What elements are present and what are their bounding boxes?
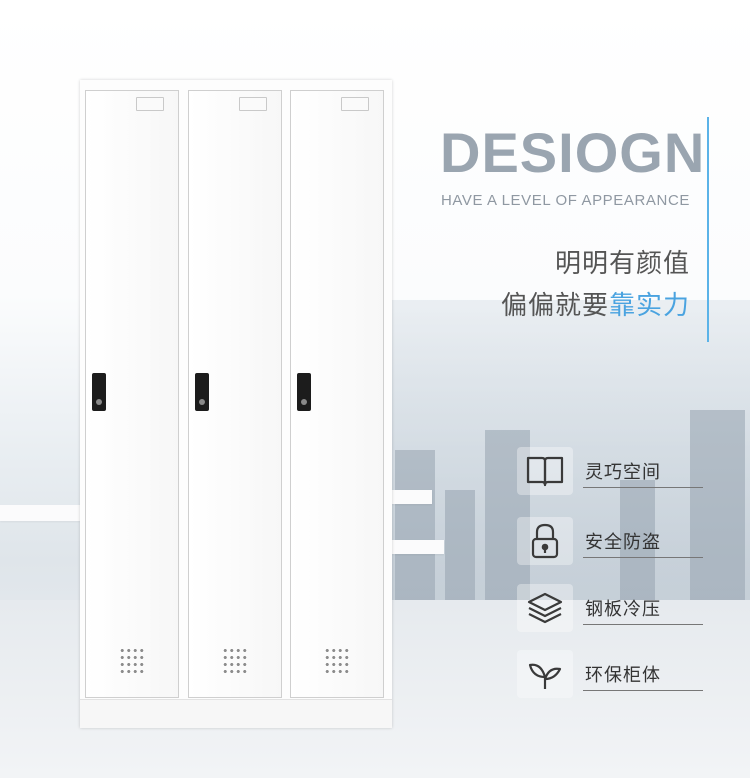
feature-item: 灵巧空间: [517, 447, 703, 495]
feature-label: 钢板冷压: [585, 599, 661, 620]
vent-holes-icon: [222, 647, 248, 675]
desk-left: [0, 505, 80, 521]
city-building: [620, 480, 655, 600]
feature-label: 环保柜体: [585, 665, 661, 686]
accent-divider: [707, 117, 709, 342]
cabinet-base: [80, 699, 392, 728]
padlock-icon: [517, 517, 573, 565]
locker-door-1[interactable]: [85, 90, 179, 698]
feature-label: 安全防盗: [585, 532, 661, 553]
desk-right-lower: [392, 540, 444, 554]
feature-underline: [583, 487, 703, 488]
leaf-icon: [517, 650, 573, 698]
locker-cabinet: [80, 80, 392, 728]
lock-handle-icon[interactable]: [195, 373, 209, 411]
book-icon: [517, 447, 573, 495]
main-title: DESIOGN: [440, 121, 706, 184]
desk-right: [392, 490, 432, 504]
feature-underline: [583, 690, 703, 691]
slogan-line-2: 偏偏就要靠实力: [430, 285, 690, 322]
feature-underline: [583, 624, 703, 625]
city-building: [445, 490, 475, 600]
slogan-line-1: 明明有颜值: [554, 249, 690, 279]
locker-door-2[interactable]: [188, 90, 282, 698]
city-building: [395, 450, 435, 600]
city-building: [690, 410, 745, 600]
slogan-highlight: 靠实力: [608, 291, 690, 321]
label-holder-icon: [341, 97, 369, 111]
vent-holes-icon: [119, 647, 145, 675]
lock-handle-icon[interactable]: [297, 373, 311, 411]
feature-item: 环保柜体: [517, 650, 703, 698]
feature-item: 安全防盗: [517, 517, 703, 565]
layers-icon: [517, 584, 573, 632]
vent-holes-icon: [324, 647, 350, 675]
slogan-line-2-prefix: 偏偏就要: [500, 291, 609, 321]
feature-underline: [583, 557, 703, 558]
label-holder-icon: [239, 97, 267, 111]
feature-label: 灵巧空间: [585, 462, 661, 483]
lock-handle-icon[interactable]: [92, 373, 106, 411]
subtitle: HAVE A LEVEL OF APPEARANCE: [440, 192, 690, 209]
locker-door-3[interactable]: [290, 90, 384, 698]
city-building: [485, 430, 530, 600]
label-holder-icon: [136, 97, 164, 111]
feature-item: 钢板冷压: [517, 584, 703, 632]
